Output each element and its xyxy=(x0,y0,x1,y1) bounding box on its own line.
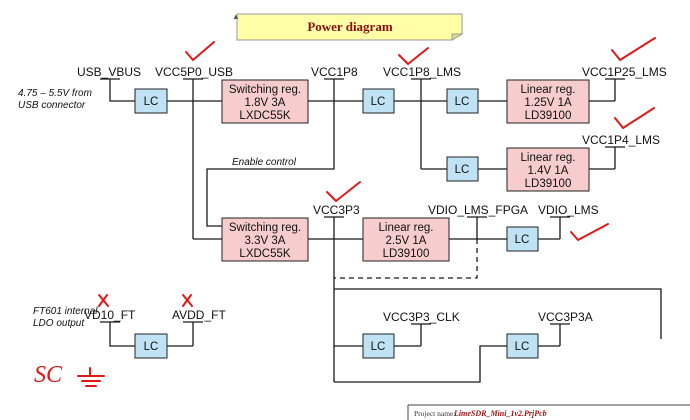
usb-input-note-line1: 4.75 – 5.5V from xyxy=(18,88,92,99)
svg-text:LC: LC xyxy=(144,96,159,108)
ground-symbol-icon xyxy=(77,367,105,387)
svg-text:1.25V 1A: 1.25V 1A xyxy=(524,97,572,109)
net-vcc3p3-clk: VCC3P3_CLK xyxy=(383,310,460,324)
svg-text:LXDC55K: LXDC55K xyxy=(239,248,290,260)
lc-filter: LC xyxy=(362,333,395,359)
svg-text:LC: LC xyxy=(371,341,386,353)
net-avdd-ft: AVDD_FT xyxy=(172,308,226,322)
enable-control-note: Enable control xyxy=(232,157,297,168)
svg-text:LD39100: LD39100 xyxy=(383,248,430,260)
check-mark-icon xyxy=(398,47,429,65)
svg-text:LC: LC xyxy=(144,341,159,353)
check-mark-icon xyxy=(185,41,215,61)
svg-text:LC: LC xyxy=(455,164,470,176)
svg-text:LD39100: LD39100 xyxy=(525,110,572,122)
checkmark-annotations xyxy=(185,37,656,241)
project-name-label: Project name: xyxy=(414,409,455,418)
net-stubs xyxy=(100,78,625,325)
cross-mark-icon xyxy=(98,294,109,307)
linear-regulator-1v25: Linear reg. 1.25V 1A LD39100 xyxy=(506,79,590,124)
handwritten-sc-note: SC xyxy=(34,362,63,388)
svg-text:LD39100: LD39100 xyxy=(525,178,572,190)
svg-text:1.4V 1A: 1.4V 1A xyxy=(528,165,569,177)
svg-text:Linear reg.: Linear reg. xyxy=(521,152,576,164)
svg-text:LC: LC xyxy=(515,234,530,246)
lc-filter: LC xyxy=(134,333,168,359)
svg-text:Linear reg.: Linear reg. xyxy=(521,84,576,96)
linear-regulator-2v5: Linear reg. 2.5V 1A LD39100 xyxy=(362,217,450,262)
lc-filter: LC xyxy=(506,226,539,252)
lc-filter: LC xyxy=(134,88,168,114)
net-vdio-lms: VDIO_LMS xyxy=(538,203,599,217)
check-mark-icon xyxy=(611,37,656,61)
linear-regulator-1v4: Linear reg. 1.4V 1A LD39100 xyxy=(506,147,590,192)
net-vcc1p8-lms: VCC1P8_LMS xyxy=(383,65,461,79)
cross-annotations xyxy=(98,294,193,307)
net-vdio-lms-fpga: VDIO_LMS_FPGA xyxy=(428,203,528,217)
check-mark-icon xyxy=(570,223,609,241)
net-vcc5p0-usb: VCC5P0_USB xyxy=(155,65,233,79)
ft601-note-line2: LDO output xyxy=(33,318,85,329)
svg-text:2.5V 1A: 2.5V 1A xyxy=(386,235,427,247)
switching-regulator-3v3: Switching reg. 3.3V 3A LXDC55K xyxy=(221,217,309,262)
title-block: Project name: LimeSDR_Mini_1v2.PrjPcb xyxy=(407,404,690,420)
cross-mark-icon xyxy=(182,294,193,307)
check-mark-icon xyxy=(326,181,361,202)
net-vcc1p4-lms: VCC1P4_LMS xyxy=(582,133,660,147)
svg-text:1.8V 3A: 1.8V 3A xyxy=(245,97,286,109)
svg-text:Switching reg.: Switching reg. xyxy=(229,84,301,96)
net-vcc1p25-lms: VCC1P25_LMS xyxy=(582,65,667,79)
net-vcc3p3: VCC3P3 xyxy=(313,203,360,217)
svg-text:3.3V 3A: 3.3V 3A xyxy=(245,235,286,247)
net-usb-vbus: USB_VBUS xyxy=(77,65,141,79)
lc-filter: LC xyxy=(446,88,479,114)
net-vcc3p3a: VCC3P3A xyxy=(538,310,593,324)
svg-text:Linear reg.: Linear reg. xyxy=(379,222,434,234)
svg-text:LXDC55K: LXDC55K xyxy=(239,110,290,122)
usb-input-note-line2: USB connector xyxy=(18,100,86,111)
svg-text:▲: ▲ xyxy=(232,12,240,21)
ft601-note-line1: FT601 internal xyxy=(33,306,98,317)
net-vd10-ft: VD10_FT xyxy=(84,308,136,322)
svg-text:LC: LC xyxy=(455,96,470,108)
lc-filter: LC xyxy=(362,88,395,114)
wiring xyxy=(109,79,662,383)
switching-regulator-1v8: Switching reg. 1.8V 3A LXDC55K xyxy=(221,79,309,124)
diagram-title: Power diagram xyxy=(307,19,392,34)
title-box: ▲ Power diagram xyxy=(232,12,464,41)
svg-text:LC: LC xyxy=(371,96,386,108)
project-name-value: LimeSDR_Mini_1v2.PrjPcb xyxy=(453,409,547,418)
svg-text:LC: LC xyxy=(515,341,530,353)
svg-text:Switching reg.: Switching reg. xyxy=(229,222,301,234)
net-vcc1p8: VCC1P8 xyxy=(311,65,358,79)
lc-filter: LC xyxy=(506,333,539,359)
check-mark-icon xyxy=(614,107,655,129)
lc-filter: LC xyxy=(446,156,479,182)
